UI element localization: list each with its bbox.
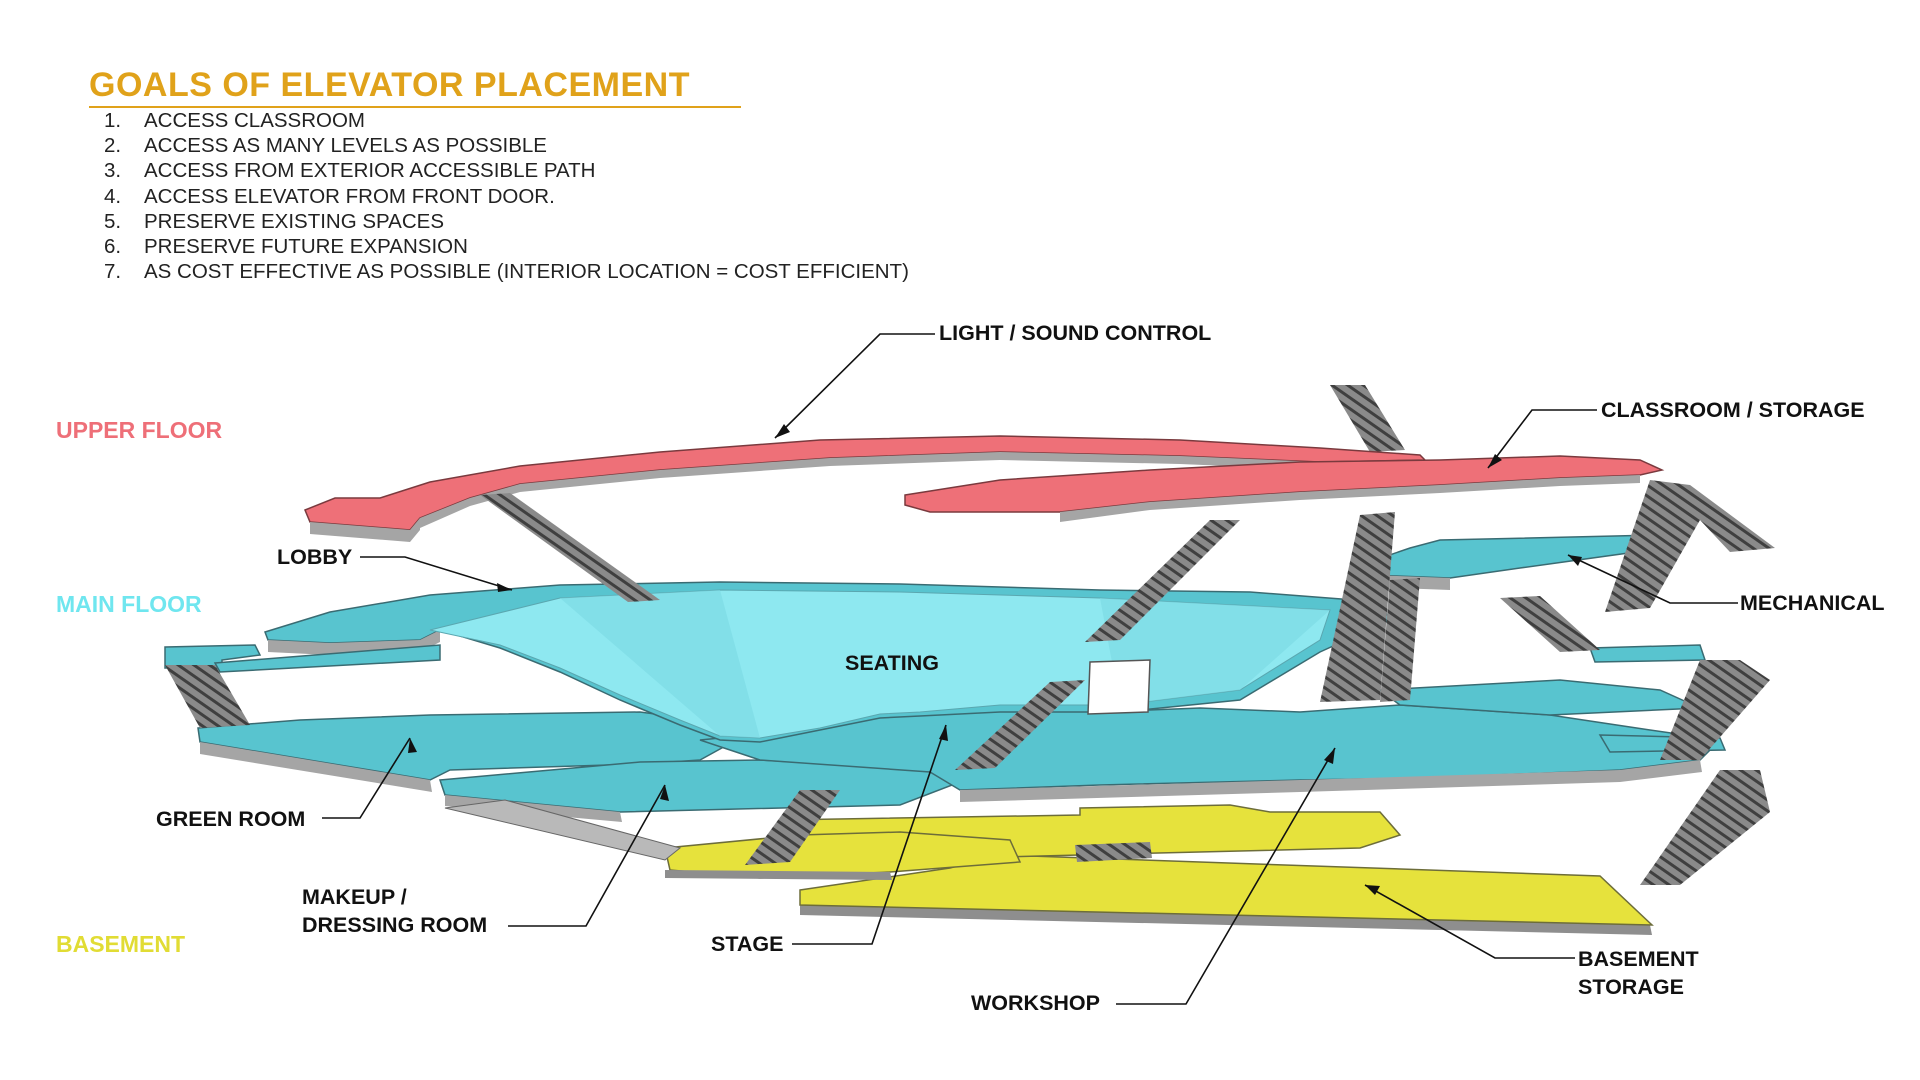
callout-green-room: GREEN ROOM	[156, 807, 306, 831]
goal-number: 5.	[104, 209, 122, 233]
arrowhead	[1365, 885, 1380, 895]
callout-classroom-storage: CLASSROOM / STORAGE	[1601, 398, 1865, 422]
goal-text: ACCESS CLASSROOM	[144, 109, 365, 132]
basement-edge-band	[665, 870, 892, 880]
light-sound-edge	[420, 452, 1425, 528]
leader-classroom	[1487, 409, 1597, 469]
leader-light-sound	[774, 333, 935, 439]
basement-stair	[1075, 842, 1152, 862]
stair-main-to-upper	[1085, 520, 1240, 642]
left-stair	[165, 665, 250, 728]
leader-arrowheads	[408, 424, 1582, 895]
right-stair-tower	[1605, 480, 1775, 612]
green-room-edge	[200, 742, 432, 792]
goal-number: 1.	[104, 109, 122, 132]
level-label-main: MAIN FLOOR	[56, 591, 202, 617]
leader-green-room	[322, 737, 411, 819]
goal-text: ACCESS ELEVATOR FROM FRONT DOOR.	[144, 184, 555, 208]
callout-workshop: WORKSHOP	[971, 991, 1100, 1015]
goal-number: 4.	[104, 184, 122, 208]
stair-tower-column	[1380, 578, 1420, 702]
mechanical-slab	[1368, 534, 1662, 579]
page-title: GOALS OF ELEVATOR PLACEMENT	[89, 66, 690, 104]
callout-makeup-line2: DRESSING ROOM	[302, 913, 488, 937]
light-sound-edge	[310, 518, 420, 542]
stair-main-to-basement	[955, 680, 1085, 770]
seating-shading	[560, 590, 760, 738]
main-floor-level	[164, 512, 1727, 865]
title-underline	[89, 106, 741, 108]
goal-item: 6. PRESERVE FUTURE EXPANSION	[104, 234, 909, 259]
level-label-basement: BASEMENT	[56, 931, 186, 957]
goal-item: 7. AS COST EFFECTIVE AS POSSIBLE (INTERIO…	[104, 259, 909, 284]
leader-lobby	[360, 556, 513, 591]
upper-floor-level	[304, 385, 1665, 602]
goal-text: ACCESS AS MANY LEVELS AS POSSIBLE	[144, 134, 547, 158]
callout-lobby: LOBBY	[277, 545, 353, 569]
upper-stair-top	[1330, 385, 1405, 452]
right-stair-tower-lower	[1660, 660, 1770, 760]
stair-stage-down	[745, 790, 840, 865]
callout-basement-storage-line1: BASEMENT	[1578, 947, 1699, 971]
arrowhead	[408, 738, 417, 753]
basement-level	[664, 804, 1654, 935]
leader-stage	[792, 724, 947, 945]
mechanical-lower-slab	[1588, 644, 1707, 663]
goal-number: 2.	[104, 134, 122, 158]
right-stair-tower-bottom	[1640, 770, 1770, 885]
seating-shading	[1100, 598, 1330, 705]
goal-text: AS COST EFFECTIVE AS POSSIBLE (INTERIOR …	[144, 260, 909, 284]
callout-stage: STAGE	[711, 932, 784, 956]
callout-makeup-line1: MAKEUP /	[302, 885, 407, 909]
level-label-upper: UPPER FLOOR	[56, 417, 223, 443]
stair-right-flight	[1500, 596, 1600, 652]
arrowhead	[1488, 454, 1502, 468]
callout-seating: SEATING	[845, 651, 939, 675]
leader-basement-storage	[1364, 884, 1575, 959]
arrowhead	[939, 725, 948, 741]
goal-item: 2. ACCESS AS MANY LEVELS AS POSSIBLE	[104, 133, 909, 158]
callout-leaders	[322, 333, 1738, 1005]
stair-upper-to-lobby	[480, 493, 660, 602]
goal-text: PRESERVE EXISTING SPACES	[144, 209, 445, 233]
arrowhead	[1568, 555, 1582, 566]
goal-item: 1. ACCESS CLASSROOM	[104, 108, 909, 133]
goal-item: 3. ACCESS FROM EXTERIOR ACCESSIBLE PATH	[104, 158, 909, 183]
goals-list: 1. ACCESS CLASSROOM 2. ACCESS AS MANY LEVE…	[104, 108, 909, 284]
basement-slab-edge	[800, 905, 1652, 935]
arrowhead	[775, 424, 790, 438]
callout-basement-storage-line2: STORAGE	[1578, 975, 1684, 999]
callout-mechanical: MECHANICAL	[1740, 591, 1885, 615]
goal-number: 6.	[104, 234, 122, 258]
goal-number: 3.	[104, 159, 122, 183]
goal-number: 7.	[104, 260, 122, 284]
goal-text: ACCESS FROM EXTERIOR ACCESSIBLE PATH	[144, 159, 596, 183]
leader-mechanical	[1567, 554, 1738, 604]
left-wing-slab	[164, 644, 262, 669]
goal-item: 5. PRESERVE EXISTING SPACES	[104, 209, 909, 234]
leader-makeup	[508, 784, 666, 927]
arrowhead	[660, 785, 669, 801]
lobby-corridor	[213, 644, 441, 673]
goal-text: PRESERVE FUTURE EXPANSION	[144, 234, 468, 258]
arrowhead	[497, 583, 512, 592]
goal-item: 4. ACCESS ELEVATOR FROM FRONT DOOR.	[104, 184, 909, 209]
ramp-down	[444, 799, 682, 861]
leader-workshop	[1116, 747, 1336, 1005]
classroom-storage-edge	[1060, 475, 1640, 522]
arrowhead	[1324, 748, 1335, 764]
callout-light-sound: LIGHT / SOUND CONTROL	[939, 321, 1212, 345]
stair-central-tower	[1320, 512, 1395, 702]
stage-opening	[1087, 659, 1151, 715]
stage-edge	[960, 760, 1702, 802]
